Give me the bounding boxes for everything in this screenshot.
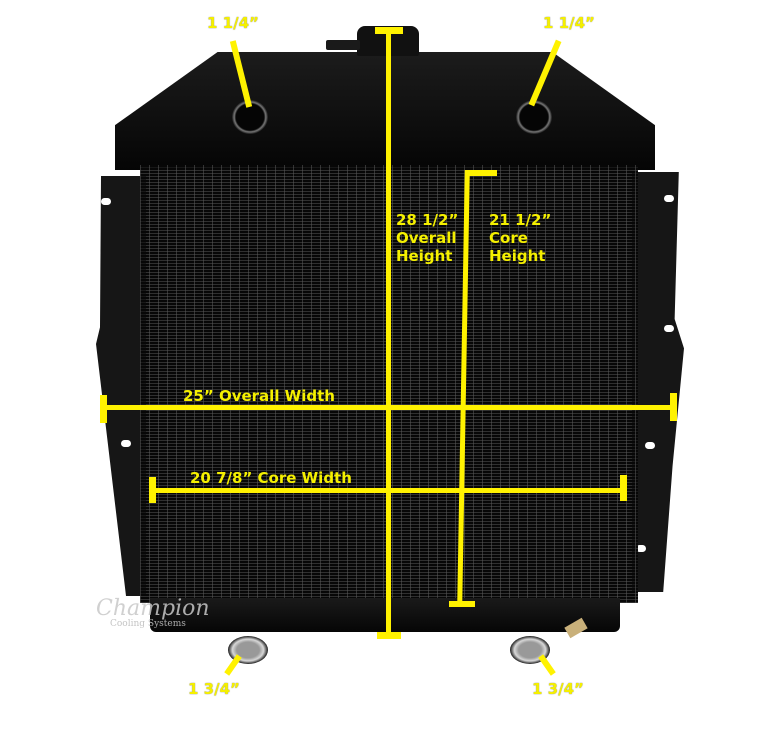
core-width-line — [152, 488, 626, 493]
core-height-line1: Core — [489, 229, 528, 247]
left-flange — [96, 176, 146, 596]
core-width-cap-left — [149, 477, 156, 503]
watermark-brand: Champion — [96, 596, 210, 621]
core-width-label: 20 7/8” Core Width — [190, 469, 352, 487]
mount-hole — [664, 325, 674, 332]
overall-height-cap-top — [375, 27, 403, 34]
inlet-left-label: 1 1/4” — [207, 14, 259, 32]
overall-width-cap-left — [100, 395, 107, 423]
core-height-value: 21 1/2” — [489, 211, 552, 229]
outlet-left-leader — [224, 654, 242, 676]
overall-height-line1: Overall — [396, 229, 457, 247]
outlet-left-label: 1 3/4” — [188, 680, 240, 698]
overall-width-label: 25” Overall Width — [183, 387, 335, 405]
overall-width-cap-right — [670, 393, 677, 421]
core-height-cap-bottom — [449, 601, 475, 607]
mount-hole — [636, 545, 646, 552]
watermark-logo: Champion Cooling Systems — [96, 596, 210, 629]
inlet-right-label: 1 1/4” — [543, 14, 595, 32]
overall-height-cap-bottom — [377, 632, 401, 639]
core-height-line2: Height — [489, 247, 546, 265]
mount-hole — [645, 442, 655, 449]
mount-hole — [121, 440, 131, 447]
overall-height-value: 28 1/2” — [396, 211, 459, 229]
core-height-cap-top — [467, 170, 497, 176]
mount-hole — [101, 198, 111, 205]
outlet-right-leader — [538, 654, 556, 676]
watermark-tagline: Cooling Systems — [110, 619, 186, 629]
overall-width-line — [104, 405, 675, 410]
overall-height-line — [386, 30, 391, 638]
outlet-right-label: 1 3/4” — [532, 680, 584, 698]
overall-height-line2: Height — [396, 247, 453, 265]
bottom-tank — [150, 598, 620, 632]
right-flange — [632, 172, 684, 592]
overflow-tube — [326, 40, 360, 50]
top-tank — [115, 52, 655, 170]
mount-hole — [664, 195, 674, 202]
core-width-cap-right — [620, 475, 627, 501]
